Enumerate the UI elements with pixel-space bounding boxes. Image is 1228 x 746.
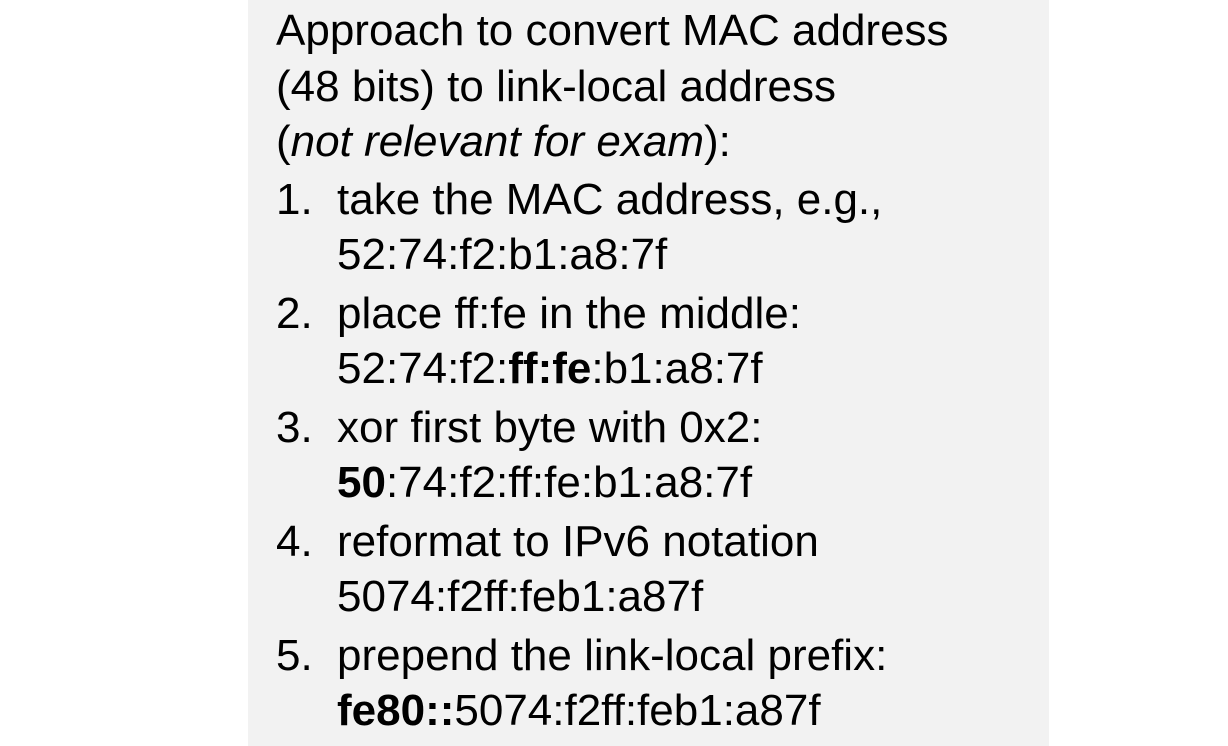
step-value-rest: 5074:f2ff:feb1:a87f [454,686,821,735]
intro-italic-note: not relevant for exam [290,117,704,166]
intro-paren-close: ): [703,117,731,166]
explanation-card: Approach to convert MAC address (48 bits… [248,0,1049,746]
step-number: 4. [276,516,313,566]
intro-line-3: (not relevant for exam): [276,114,1049,170]
intro-line-2: (48 bits) to link-local address [276,61,837,111]
list-item: 3. xor first byte with 0x2: 50:74:f2:ff:… [276,400,1049,511]
intro-text: Approach to convert MAC address (48 bits… [276,3,1049,170]
step-number: 3. [276,402,313,452]
step-value: 52:74:f2:ff:fe:b1:a8:7f [337,341,1049,397]
step-value-bold: 50 [337,458,386,507]
step-value-rest: 52:74:f2:b1:a8:7f [337,230,668,279]
step-number: 1. [276,174,313,224]
list-item: 4. reformat to IPv6 notation 5074:f2ff:f… [276,514,1049,625]
intro-line-1: Approach to convert MAC address [276,6,949,55]
list-item: 2. place ff:fe in the middle: 52:74:f2:f… [276,286,1049,397]
step-value-pre: 52:74:f2: [337,344,509,393]
step-text: take the MAC address, e.g., [337,174,883,224]
list-item: 5. prepend the link-local prefix: fe80::… [276,628,1049,739]
step-text: xor first byte with 0x2: [337,402,763,452]
step-value-rest: 5074:f2ff:feb1:a87f [337,572,704,621]
intro-paren-open: ( [276,117,291,166]
steps-list: 1. take the MAC address, e.g., 52:74:f2:… [276,172,1049,739]
step-value-rest: :b1:a8:7f [591,344,763,393]
step-text: place ff:fe in the middle: [337,288,801,338]
step-value-bold: fe80:: [337,686,455,735]
step-number: 2. [276,288,313,338]
step-value: 5074:f2ff:feb1:a87f [337,569,1049,625]
step-value: 50:74:f2:ff:fe:b1:a8:7f [337,455,1049,511]
step-value-bold: ff:fe [508,344,592,393]
list-item: 1. take the MAC address, e.g., 52:74:f2:… [276,172,1049,283]
step-text: reformat to IPv6 notation [337,516,819,566]
step-number: 5. [276,630,313,680]
step-value-rest: :74:f2:ff:fe:b1:a8:7f [385,458,753,507]
step-text: prepend the link-local prefix: [337,630,888,680]
step-value: fe80::5074:f2ff:feb1:a87f [337,683,1049,739]
step-value: 52:74:f2:b1:a8:7f [337,227,1049,283]
